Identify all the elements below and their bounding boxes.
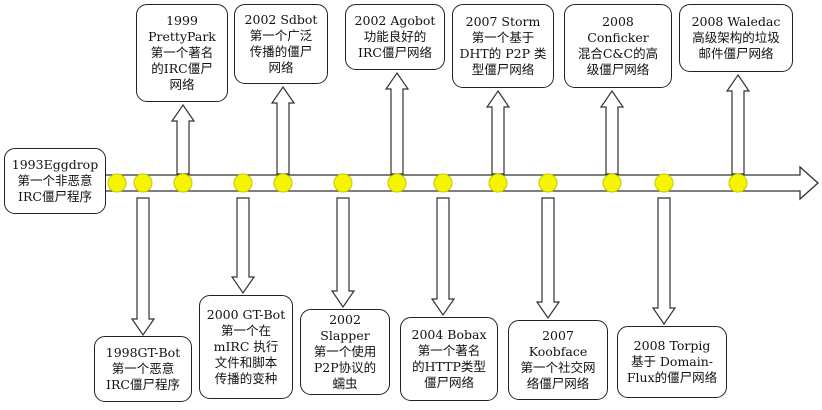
event-box-e2007s: 2007 Storm 第一个基于 DHT的 P2P 类 型僵尸网络 xyxy=(452,4,554,88)
connector-arrow-e2008w xyxy=(725,73,751,175)
timeline-dot-e2002a xyxy=(387,173,407,193)
timeline-dot-e2007s xyxy=(488,173,508,193)
connector-arrow-e2004 xyxy=(430,197,456,317)
timeline-dot-e2007k xyxy=(538,173,558,193)
connector-arrow-e1998 xyxy=(130,197,156,337)
event-text: 1993Eggdrop 第一个非恶意 IRC僵尸程序 xyxy=(11,157,99,204)
event-box-e1999: 1999 PrettyPark 第一个著名 的IRC僵尸 网络 xyxy=(136,4,228,102)
connector-arrow-e2007k xyxy=(535,197,561,320)
event-box-e2008w: 2008 Waledac 高级架构的垃圾 邮件僵尸网络 xyxy=(679,4,793,72)
event-text: 2002 Sdbot 第一个广泛 传播的僵尸 网络 xyxy=(244,12,318,75)
connector-arrow-e2007s xyxy=(485,89,511,175)
connector-arrow-e2002sl xyxy=(330,197,356,309)
event-text: 2008 Waledac 高级架构的垃圾 邮件僵尸网络 xyxy=(691,14,781,61)
event-box-e2002sl: 2002 Slapper 第一个使用 P2P协议的 蠕虫 xyxy=(300,309,390,395)
timeline-dot-e2004 xyxy=(433,173,453,193)
event-box-e2007k: 2007 Koobface 第一个社交网 络僵尸网络 xyxy=(508,320,608,400)
event-text: 2000 GT-Bot 第一个在 mIRC 执行 文件和脚本 传播的变种 xyxy=(206,307,286,386)
event-text: 1999 PrettyPark 第一个著名 的IRC僵尸 网络 xyxy=(148,13,216,92)
event-text: 2002 Slapper 第一个使用 P2P协议的 蠕虫 xyxy=(313,312,377,391)
connector-arrow-e1999 xyxy=(170,103,196,175)
event-text: 2004 Bobax 第一个著名 的HTTP类型 僵尸网络 xyxy=(411,327,487,390)
timeline-dot-e2002s xyxy=(273,173,293,193)
connector-arrow-e2002a xyxy=(384,71,410,175)
timeline-arrow xyxy=(99,165,819,201)
timeline-dot-e2008c xyxy=(602,173,622,193)
event-box-e2002s: 2002 Sdbot 第一个广泛 传播的僵尸 网络 xyxy=(234,4,328,84)
connector-arrow-e2008c xyxy=(599,89,625,175)
connector-arrow-e2008t xyxy=(651,197,677,326)
event-box-e1993: 1993Eggdrop 第一个非恶意 IRC僵尸程序 xyxy=(4,148,106,214)
timeline-dot-e2008t xyxy=(654,173,674,193)
event-box-e1998: 1998GT-Bot 第一个恶意 IRC僵尸程序 xyxy=(94,336,192,402)
timeline-dot-e2002sl xyxy=(333,173,353,193)
connector-arrow-e2000 xyxy=(230,197,256,295)
timeline-dot-e2008w xyxy=(728,173,748,193)
event-box-e2004: 2004 Bobax 第一个著名 的HTTP类型 僵尸网络 xyxy=(400,317,498,401)
timeline-dot-e1999 xyxy=(173,173,193,193)
timeline-dot-e2000 xyxy=(233,173,253,193)
event-text: 2008 Torpig 基于 Domain- Flux的僵尸网络 xyxy=(626,338,718,385)
event-text: 1998GT-Bot 第一个恶意 IRC僵尸程序 xyxy=(105,345,181,392)
event-text: 2008 Conficker 混合C&C的高 级僵尸网络 xyxy=(577,14,659,77)
event-text: 2002 Agobot 功能良好的 IRC僵尸网络 xyxy=(354,13,436,60)
event-box-e2008t: 2008 Torpig 基于 Domain- Flux的僵尸网络 xyxy=(617,326,727,398)
event-text: 2007 Storm 第一个基于 DHT的 P2P 类 型僵尸网络 xyxy=(459,14,547,77)
timeline-dot-e1998 xyxy=(133,173,153,193)
event-box-e2008c: 2008 Conficker 混合C&C的高 级僵尸网络 xyxy=(564,4,672,88)
event-box-e2002a: 2002 Agobot 功能良好的 IRC僵尸网络 xyxy=(345,4,445,70)
timeline-dot-start xyxy=(107,173,127,193)
connector-arrow-e2002s xyxy=(270,85,296,175)
event-box-e2000: 2000 GT-Bot 第一个在 mIRC 执行 文件和脚本 传播的变种 xyxy=(199,295,293,399)
event-text: 2007 Koobface 第一个社交网 络僵尸网络 xyxy=(520,328,596,391)
